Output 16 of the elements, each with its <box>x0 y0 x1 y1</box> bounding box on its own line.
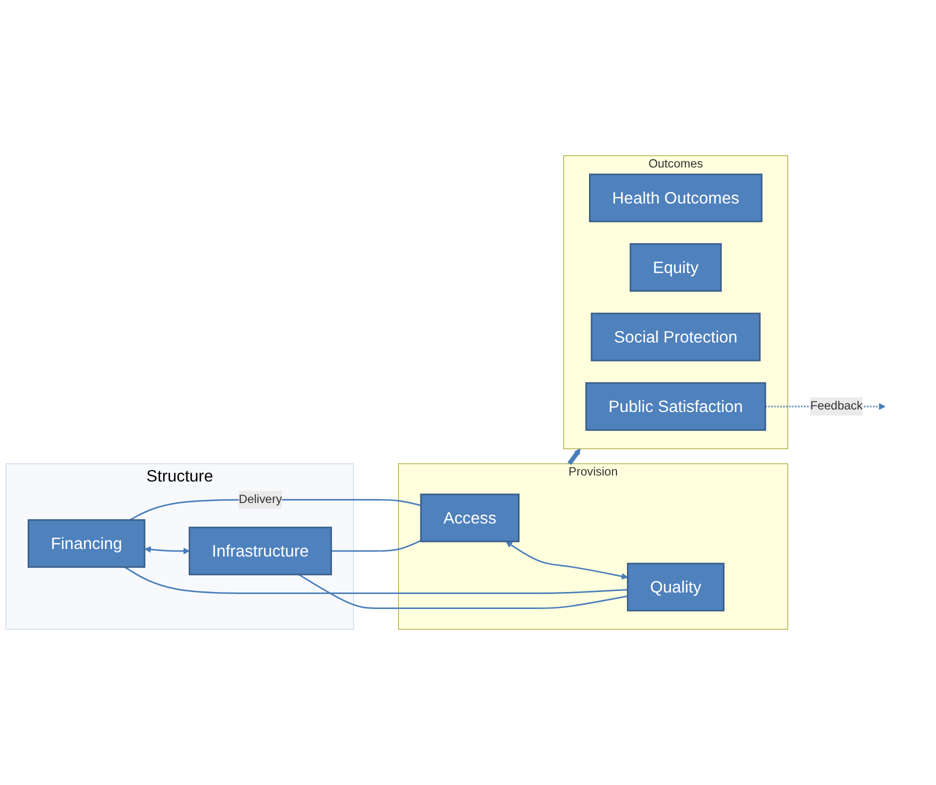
edge-label: Delivery <box>238 493 282 506</box>
arrow <box>568 448 581 466</box>
node-box: Public Satisfaction <box>585 382 766 431</box>
arrow <box>506 541 628 580</box>
edge-label: Feedback <box>810 400 863 412</box>
connector <box>331 540 422 552</box>
node-box: Quality <box>626 562 724 612</box>
connector <box>298 574 628 609</box>
node-box: Infrastructure <box>188 526 332 576</box>
node-box: Access <box>420 494 520 542</box>
node-box: Equity <box>630 243 722 292</box>
node-box: Social Protection <box>590 312 761 362</box>
node-box: Financing <box>28 519 146 568</box>
connector <box>124 566 628 594</box>
arrow <box>144 546 190 554</box>
node-box: Health Outcomes <box>589 174 762 222</box>
